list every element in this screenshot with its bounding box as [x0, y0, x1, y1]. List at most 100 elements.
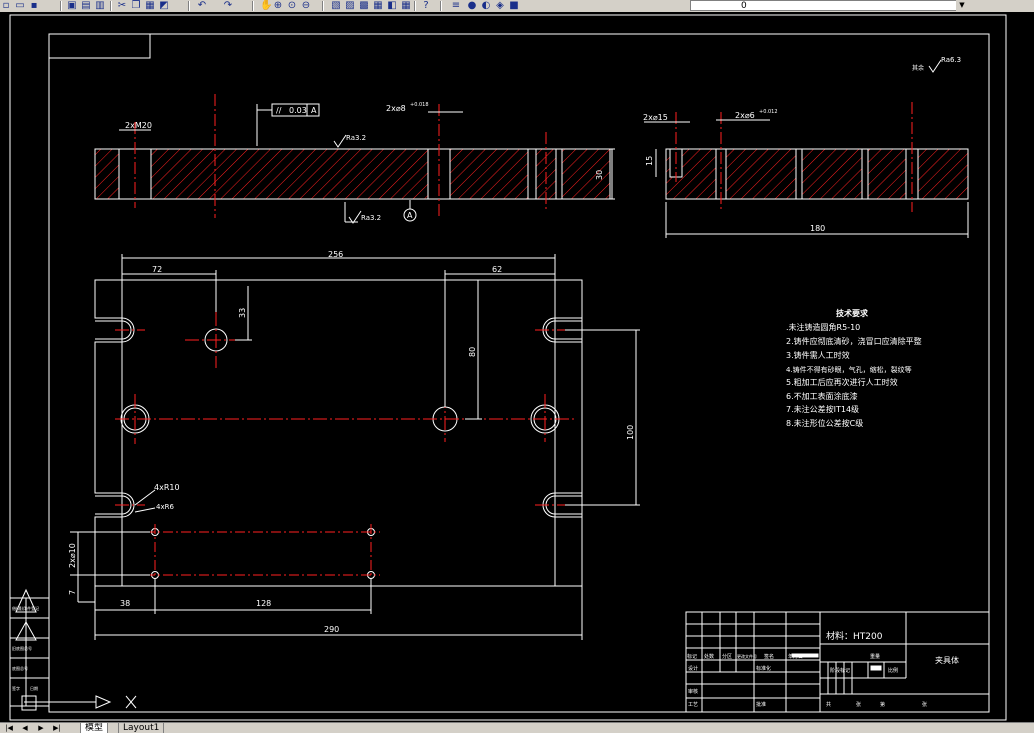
side-section-view — [644, 59, 969, 238]
side-table-label: 底图总号 — [12, 665, 28, 671]
pan-icon[interactable]: ✋ — [260, 0, 273, 11]
side-table-label: 日期 — [30, 685, 38, 691]
part-name: 夹具体 — [935, 655, 959, 665]
prev-tab-button[interactable]: ◀ — [22, 724, 28, 732]
match-icon[interactable]: ◩ — [159, 0, 169, 11]
svg-text:工艺: 工艺 — [688, 702, 698, 708]
preview-icon[interactable]: ▤ — [81, 0, 91, 11]
svg-text:批准: 批准 — [756, 701, 766, 708]
svg-text:签名: 签名 — [764, 653, 774, 660]
svg-text:年月日: 年月日 — [788, 653, 803, 660]
next-tab-button[interactable]: ▶ — [38, 724, 44, 732]
svg-text:分区: 分区 — [722, 653, 732, 660]
side-registration-table — [9, 588, 50, 707]
dim-2x8-tol: +0.018 — [410, 102, 429, 108]
design-center-icon[interactable]: ▨ — [345, 0, 355, 11]
tech-item: 3.铸件需人工时效 — [786, 350, 850, 360]
help-icon[interactable]: ? — [423, 0, 429, 11]
dim-2xm20: 2xM20 — [125, 121, 152, 130]
color-square-icon[interactable]: ■ — [509, 0, 519, 11]
calculator-icon[interactable]: ▦ — [401, 0, 411, 11]
zoom-realtime-icon[interactable]: ⊕ — [273, 0, 283, 11]
light-bulb-icon[interactable]: ● — [467, 0, 477, 11]
toolbar-separator — [252, 1, 254, 11]
dim-thickness: 30 — [595, 170, 604, 180]
sun-icon[interactable]: ◐ — [481, 0, 491, 11]
toolbar-separator — [322, 1, 324, 11]
first-tab-button[interactable]: |◀ — [5, 724, 13, 732]
last-tab-button[interactable]: ▶| — [53, 724, 61, 732]
tech-title: 技术要求 — [836, 308, 869, 318]
side-table-label: 旧底图总号 — [12, 645, 32, 651]
roughness-ra63: Ra6.3 — [941, 56, 961, 64]
toolbar-separator — [440, 1, 442, 11]
plan-view — [94, 279, 583, 587]
print-icon[interactable]: ▣ — [67, 0, 77, 11]
cut-icon[interactable]: ✂ — [117, 0, 127, 11]
tab-layout1[interactable]: Layout1 — [118, 723, 165, 733]
tech-item: 2.铸件应彻底清砂，浇冒口应清除平整 — [786, 336, 922, 346]
dim-2x15: 2x⌀15 — [643, 113, 668, 122]
roughness-ra32-bottom: Ra3.2 — [361, 214, 381, 222]
ucs-icon — [21, 695, 137, 711]
layer-manager-icon[interactable]: ≡ — [451, 0, 461, 11]
dim-72: 72 — [152, 265, 162, 274]
flatness-datum: A — [311, 106, 317, 115]
toolbar-separator — [110, 1, 112, 11]
dim-256: 256 — [328, 250, 343, 259]
side-table-label: 签字 — [12, 685, 20, 691]
sheet-inner-frame — [48, 33, 990, 713]
toolbar-separator — [60, 1, 62, 11]
dim-80: 80 — [468, 347, 477, 357]
new-icon[interactable]: ▫ — [2, 0, 10, 11]
open-icon[interactable]: ▭ — [15, 0, 25, 11]
properties-icon[interactable]: ▧ — [331, 0, 341, 11]
sheet-set-icon[interactable]: ▦ — [373, 0, 383, 11]
tech-item: 4.铸件不得有砂眼，气孔，缩松，裂纹等 — [786, 365, 912, 374]
svg-text:审核: 审核 — [688, 688, 698, 695]
svg-text:重量: 重量 — [870, 653, 880, 660]
tech-item: 8.未注形位公差按C级 — [786, 418, 863, 428]
chevron-down-icon[interactable]: ▼ — [956, 0, 968, 11]
svg-text:共: 共 — [826, 701, 831, 708]
dim-side-height: 15 — [645, 156, 654, 166]
markup-icon[interactable]: ◧ — [387, 0, 397, 11]
tech-item: 7.未注公差按IT14级 — [786, 404, 859, 414]
tech-item: .未注铸造圆角R5-10 — [786, 322, 860, 332]
dim-100: 100 — [626, 425, 635, 440]
copy-icon[interactable]: ❐ — [131, 0, 141, 11]
tab-model[interactable]: 模型 — [80, 723, 109, 733]
cad-drawing: 2xM20 2x⌀8 +0.018 // 0.03 A Ra3.2 Ra3.2 … — [9, 14, 1007, 721]
undo-icon[interactable]: ↶ — [197, 0, 207, 11]
tech-item: 5.粗加工后应再次进行人工时效 — [786, 377, 898, 387]
svg-text:标准化: 标准化 — [756, 665, 771, 672]
dim-2x6-tol: +0.012 — [759, 109, 778, 115]
corner-box — [48, 33, 151, 59]
dim-4xr10: 4xR10 — [154, 483, 180, 492]
roughness-ra32-top: Ra3.2 — [346, 134, 366, 142]
dim-7: 7 — [68, 590, 77, 595]
title-block-headers: 标记 处数 分区 更改文件号 签名 年月日 设计 标准化 审核 工艺 批准 阶段… — [687, 653, 927, 708]
zoom-previous-icon[interactable]: ⊖ — [301, 0, 311, 11]
publish-icon[interactable]: ▥ — [95, 0, 105, 11]
dim-38: 38 — [120, 599, 130, 608]
svg-text:阶段标记: 阶段标记 — [830, 667, 850, 674]
drawing-canvas[interactable]: 2xM20 2x⌀8 +0.018 // 0.03 A Ra3.2 Ra3.2 … — [0, 12, 1034, 722]
save-icon[interactable]: ▪ — [30, 0, 38, 11]
redo-icon[interactable]: ↷ — [223, 0, 233, 11]
tech-item: 6.不加工表面涂底漆 — [786, 391, 858, 401]
standard-toolbar: ▫ ▭ ▪ ▣ ▤ ▥ ✂ ❐ ▦ ◩ ↶ ↷ ✋⊕ ⊙ ⊖ ▧ ▨ ▩ ▦ ◧ ▦? ≡ ● ◐ ◈ ■ 0▼ — [0, 0, 1034, 13]
title-block — [685, 611, 990, 713]
front-section-view — [94, 94, 615, 223]
paste-icon[interactable]: ▦ — [145, 0, 155, 11]
flatness-value: 0.03 — [289, 106, 307, 115]
layout-tabs-bar: |◀ ◀ ▶ ▶| 模型 Layout1 — [0, 722, 1034, 733]
toolbar-separator — [188, 1, 190, 11]
svg-text:比例: 比例 — [888, 667, 898, 674]
plan-dimensions — [70, 254, 640, 640]
layer-dropdown[interactable]: 0 — [690, 0, 968, 11]
zoom-window-icon[interactable]: ⊙ — [287, 0, 297, 11]
flatness-symbol: // — [276, 106, 282, 115]
lock-icon[interactable]: ◈ — [496, 0, 504, 11]
tool-palette-icon[interactable]: ▩ — [359, 0, 369, 11]
